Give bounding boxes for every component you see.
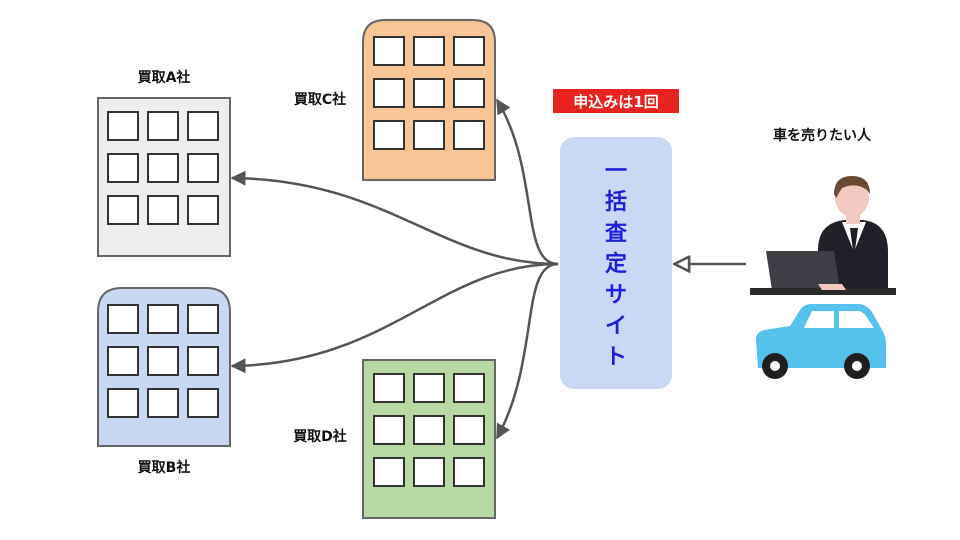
buyer-b-label: 買取B社 [138,459,191,476]
site-label-char: サ [605,283,627,308]
window-icon [413,457,445,487]
window-icon [413,120,445,150]
window-icon [187,111,219,141]
window-icon [147,388,179,418]
person-at-laptop-icon [750,176,896,295]
window-icon [187,153,219,183]
window-icon [147,153,179,183]
building-a [97,97,231,257]
window-icon [147,346,179,376]
window-icon [453,373,485,403]
window-icon [413,415,445,445]
site-label-char: 査 [605,221,628,246]
building-d [362,359,496,519]
window-icon [413,78,445,108]
window-icon [373,36,405,66]
site-label-char: 一 [605,159,627,184]
window-icon [453,457,485,487]
building-b-windows [107,304,219,418]
window-icon [107,388,139,418]
building-d-windows [373,373,485,487]
site-label-char: 括 [605,190,627,215]
building-a-windows [107,111,219,225]
window-icon [373,457,405,487]
arrow-to-buyer-c [495,98,559,266]
window-icon [373,78,405,108]
window-icon [373,373,405,403]
window-icon [107,346,139,376]
window-icon [107,304,139,334]
window-icon [147,304,179,334]
seller-label: 車を売りたい人 [773,127,872,144]
site-label-char: 定 [605,251,627,277]
single-application-badge [553,89,679,113]
car-icon [756,304,886,379]
window-icon [453,78,485,108]
window-icon [187,195,219,225]
window-icon [373,415,405,445]
single-application-badge-text: 申込みは1回 [573,93,658,111]
window-icon [147,195,179,225]
window-icon [413,36,445,66]
site-label-char: ト [605,345,627,370]
building-c [362,19,496,181]
buyer-c-label: 買取C社 [294,91,346,108]
building-b [97,287,231,447]
buyer-d-label: 買取D社 [293,428,347,445]
window-icon [187,388,219,418]
window-icon [187,346,219,376]
arrow-to-buyer-a [230,170,559,266]
window-icon [107,195,139,225]
arrow-to-buyer-d [495,262,559,440]
window-icon [107,153,139,183]
window-icon [413,373,445,403]
window-icon [147,111,179,141]
window-icon [107,111,139,141]
buyer-a-label: 買取A社 [138,69,191,86]
site-box [560,137,672,389]
site-label-char: イ [605,314,627,339]
window-icon [453,120,485,150]
window-icon [187,304,219,334]
arrow-to-buyer-b [230,262,559,374]
window-icon [453,415,485,445]
window-icon [373,120,405,150]
building-c-windows [373,36,485,150]
window-icon [453,36,485,66]
